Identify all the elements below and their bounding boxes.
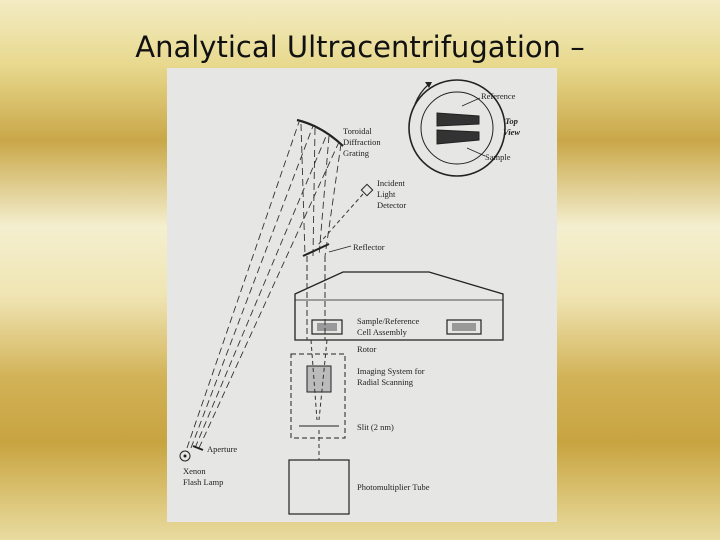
rotor-housing bbox=[294, 271, 504, 341]
slide-title: Analytical Ultracentrifugation – bbox=[135, 30, 585, 64]
label-lamp-2: Flash Lamp bbox=[183, 477, 223, 487]
label-lamp-1: Xenon bbox=[183, 466, 206, 476]
sample-cell bbox=[311, 319, 343, 335]
label-cell-2: Cell Assembly bbox=[357, 327, 408, 337]
diagram-canvas: Reference Top View Sample Toroidal Diffr… bbox=[179, 79, 520, 515]
reflector-leader bbox=[328, 245, 352, 253]
label-sample: Sample bbox=[485, 152, 511, 162]
lamp-core bbox=[183, 454, 187, 458]
sample-cell-window bbox=[317, 323, 337, 331]
label-reflector: Reflector bbox=[353, 242, 385, 252]
detector-icon bbox=[360, 183, 374, 197]
label-imaging-2: Radial Scanning bbox=[357, 377, 414, 387]
toroidal-grating bbox=[296, 118, 344, 147]
sample-sector bbox=[436, 129, 480, 145]
detector-beam bbox=[316, 193, 364, 247]
label-view: View bbox=[503, 127, 520, 137]
reflector bbox=[302, 243, 330, 257]
label-detector-3: Detector bbox=[377, 200, 406, 210]
arrowhead-icon bbox=[425, 82, 432, 88]
label-pmt: Photomultiplier Tube bbox=[357, 482, 430, 492]
reference-cell bbox=[446, 319, 482, 335]
ultracentrifuge-optics-diagram: Reference Top View Sample Toroidal Diffr… bbox=[167, 68, 557, 522]
reference-cell-window bbox=[452, 323, 476, 331]
label-cell-1: Sample/Reference bbox=[357, 316, 420, 326]
label-grating-2: Diffraction bbox=[343, 137, 381, 147]
reference-sector bbox=[436, 112, 480, 127]
xenon-lamp-icon bbox=[179, 450, 191, 462]
label-rotor: Rotor bbox=[357, 344, 377, 354]
sample-leader bbox=[466, 147, 486, 157]
imaging-beam-1 bbox=[310, 339, 318, 421]
label-reference: Reference bbox=[481, 91, 516, 101]
inset-rotor-circle bbox=[420, 91, 494, 165]
label-grating-3: Grating bbox=[343, 148, 370, 158]
label-slit: Slit (2 nm) bbox=[357, 422, 394, 432]
light-paths bbox=[186, 121, 342, 449]
label-imaging-1: Imaging System for bbox=[357, 366, 425, 376]
label-aperture: Aperture bbox=[207, 444, 237, 454]
aperture-icon bbox=[192, 445, 204, 451]
label-detector-1: Incident bbox=[377, 178, 405, 188]
imaging-beam-2 bbox=[318, 339, 328, 421]
imaging-box bbox=[290, 353, 346, 439]
reference-leader bbox=[461, 97, 481, 107]
imaging-lens bbox=[306, 365, 332, 393]
photomultiplier-tube bbox=[288, 459, 350, 515]
label-top: Top bbox=[505, 116, 518, 126]
label-grating-1: Toroidal bbox=[343, 126, 372, 136]
label-detector-2: Light bbox=[377, 189, 396, 199]
top-view-inset bbox=[408, 79, 506, 177]
inset-outer-circle bbox=[408, 79, 506, 177]
